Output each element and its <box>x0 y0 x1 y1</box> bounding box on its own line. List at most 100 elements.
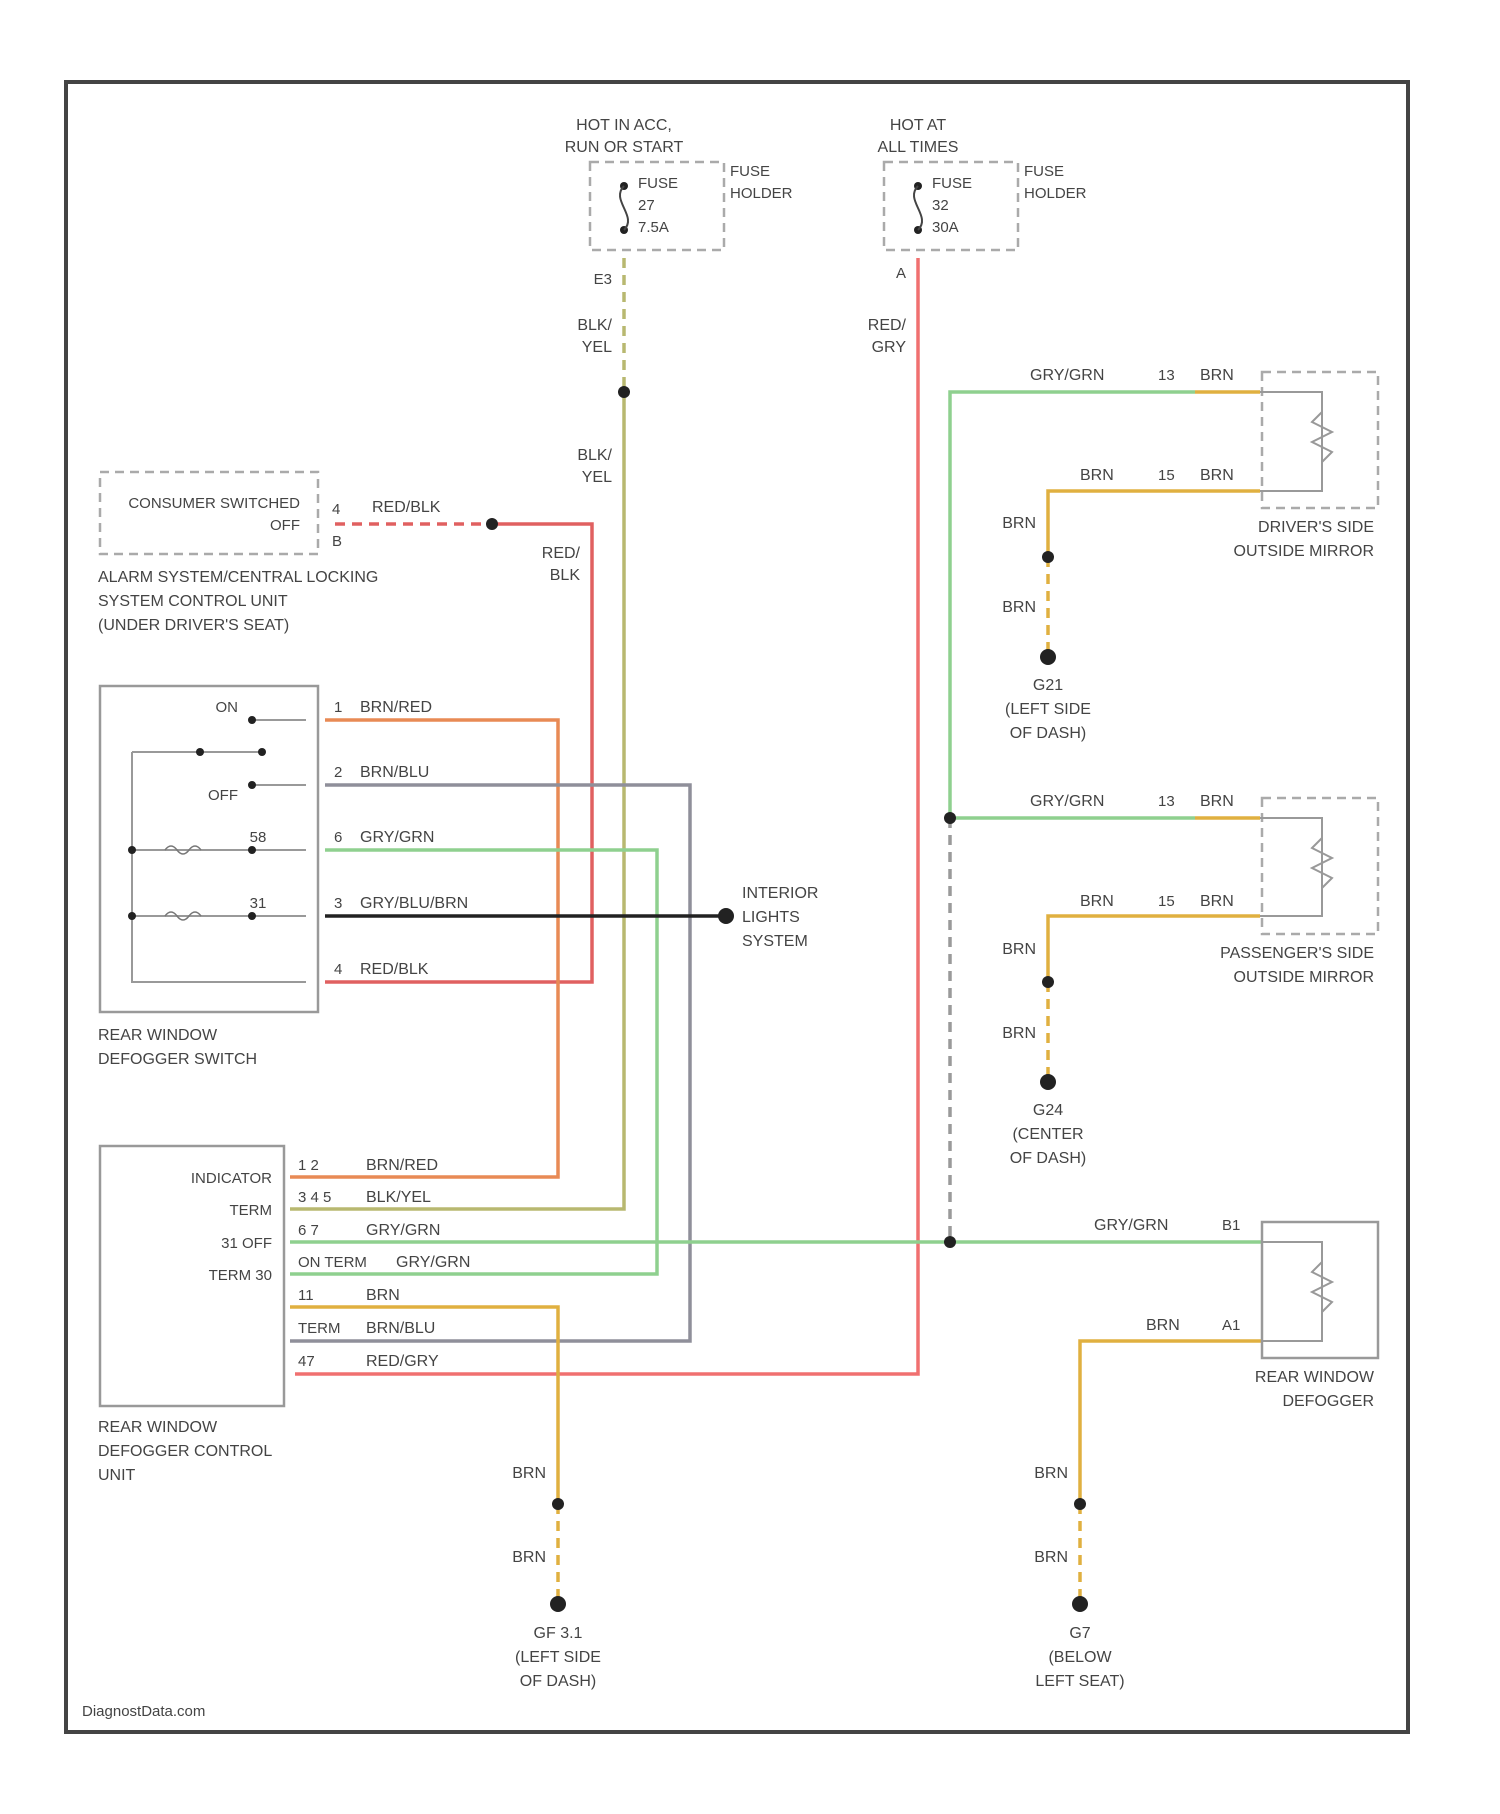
fuse-27-pin: E3 <box>594 271 612 288</box>
cu-pin-11: 11 <box>298 1287 314 1304</box>
switch-contact-mid-b <box>258 748 266 756</box>
defogger-control-unit: INDICATOR TERM 31 OFF TERM 30 1 2 BRN/RE… <box>98 1146 470 1484</box>
interior-lights-l1: INTERIOR <box>742 885 818 902</box>
splice-red-blk <box>486 518 498 530</box>
wire-brn-drv-mirror <box>1048 491 1260 557</box>
switch-node-31-left <box>128 912 136 920</box>
cu-pin-47: 47 <box>298 1353 315 1370</box>
pass-wire-top: GRY/GRN <box>1030 793 1104 810</box>
switch-pin-2: 2 <box>334 764 342 781</box>
switch-contacts <box>132 720 306 785</box>
ground-gf31-l3: OF DASH) <box>520 1673 596 1690</box>
cu-caption-l3: UNIT <box>98 1467 136 1484</box>
fuse-32-icon <box>914 186 922 230</box>
cu-label-31-off: 31 OFF <box>221 1235 272 1252</box>
wire-red-gry <box>295 258 918 1374</box>
defogger-switch: ON OFF 58 31 1 BRN/RED 2 BRN/BLU 6 GRY/G… <box>98 686 468 1068</box>
pass-wire-top-r: BRN <box>1200 793 1234 810</box>
ground-g21-l2: (LEFT SIDE <box>1005 701 1091 718</box>
switch-contact-mid-a <box>196 748 204 756</box>
ground-g21-wire2: BRN <box>1002 599 1036 616</box>
cu-pin-1-2: 1 2 <box>298 1157 319 1174</box>
cu-wire-11: BRN <box>366 1287 400 1304</box>
switch-pin-1: 1 <box>334 699 342 716</box>
switch-wire-6: GRY/GRN <box>360 829 434 846</box>
switch-on-label: ON <box>216 699 239 716</box>
fuse-27-holder-l1: FUSE <box>730 163 770 180</box>
wire-label-blk-yel-1a: BLK/ <box>577 317 612 334</box>
splice-blk-yel <box>618 386 630 398</box>
ground-gf31-wire1: BRN <box>512 1465 546 1482</box>
ground-icon <box>1072 1596 1088 1612</box>
wire-label-red-blk-a: RED/ <box>542 545 581 562</box>
interior-lights-l2: LIGHTS <box>742 909 800 926</box>
ground-g24: BRN BRN G24 (CENTER OF DASH) <box>1002 941 1086 1167</box>
ground-icon <box>1040 649 1056 665</box>
defogger-caption-l1: REAR WINDOW <box>1255 1369 1375 1386</box>
wire-brn-red <box>290 720 558 1177</box>
pass-wire-bot: BRN <box>1080 893 1114 910</box>
ground-icon <box>550 1596 566 1612</box>
ground-g21-name: G21 <box>1033 677 1063 694</box>
ground-g24-l2: (CENTER <box>1012 1126 1083 1143</box>
pass-caption-l2: OUTSIDE MIRROR <box>1234 969 1374 986</box>
drv-caption-l2: OUTSIDE MIRROR <box>1234 543 1374 560</box>
cu-pin-3-4-5: 3 4 5 <box>298 1189 331 1206</box>
switch-wire-4: RED/BLK <box>360 961 429 978</box>
watermark: DiagnostData.com <box>82 1703 205 1720</box>
wire-label-red-gry-a: RED/ <box>868 317 907 334</box>
fuse-32-number: 32 <box>932 197 949 214</box>
defogger-pin-bot: A1 <box>1222 1317 1240 1334</box>
pass-wire-bot-r: BRN <box>1200 893 1234 910</box>
drv-pin-top: 13 <box>1158 367 1175 384</box>
splice-interior-lights <box>718 908 734 924</box>
drv-wire-top: GRY/GRN <box>1030 367 1104 384</box>
pass-pin-top: 13 <box>1158 793 1175 810</box>
fuse-27-group: HOT IN ACC, RUN OR START FUSE 27 7.5A FU… <box>565 117 793 288</box>
switch-node-58-right <box>248 846 256 854</box>
drivers-mirror: GRY/GRN 13 BRN BRN 15 BRN DRIVER'S SIDE … <box>1030 367 1378 560</box>
wire-label-blk-yel-2b: YEL <box>582 469 612 486</box>
fuse-32-rating: 30A <box>932 219 959 236</box>
cu-wire-3-4-5: BLK/YEL <box>366 1189 431 1206</box>
wire-gry-grn-mirrors <box>950 392 1195 818</box>
switch-node-31-right <box>248 912 256 920</box>
drv-caption-l1: DRIVER'S SIDE <box>1258 519 1374 536</box>
cu-pin-6-7: 6 7 <box>298 1222 319 1239</box>
defog-switch-caption-l1: REAR WINDOW <box>98 1027 218 1044</box>
fuse-32-holder-l2: HOLDER <box>1024 185 1087 202</box>
wires <box>290 258 1262 1602</box>
defogger-wire-bot: BRN <box>1146 1317 1180 1334</box>
splice-pass-mirror <box>1042 976 1054 988</box>
fuse-27-icon <box>620 186 628 230</box>
consumer-off-label: OFF <box>270 517 300 534</box>
interior-lights-l3: SYSTEM <box>742 933 808 950</box>
wire-brn-defogger <box>1080 1341 1248 1504</box>
alarm-pin-a: 4 <box>332 501 340 518</box>
cu-pin-on-term: ON TERM <box>298 1254 367 1271</box>
cu-pin-term: TERM <box>298 1320 341 1337</box>
switch-pin-4: 4 <box>334 961 342 978</box>
switch-58-label: 58 <box>250 829 267 846</box>
fuse-27-label: FUSE <box>638 175 678 192</box>
cu-label-indicator: INDICATOR <box>191 1170 272 1187</box>
alarm-caption-l2: SYSTEM CONTROL UNIT <box>98 593 288 610</box>
cu-caption-l1: REAR WINDOW <box>98 1419 218 1436</box>
switch-contact-off <box>248 781 256 789</box>
wire-label-blk-yel-1b: YEL <box>582 339 612 356</box>
switch-pin-3: 3 <box>334 895 342 912</box>
switch-wire-3: GRY/BLU/BRN <box>360 895 468 912</box>
fuse-27-rating: 7.5A <box>638 219 669 236</box>
alarm-control-unit: CONSUMER SWITCHED OFF 4 B ALARM SYSTEM/C… <box>98 472 378 634</box>
drv-wire-bot: BRN <box>1080 467 1114 484</box>
ground-g7-l2: (BELOW <box>1048 1649 1112 1666</box>
wire-red-blk <box>325 524 592 982</box>
ground-g7-wire2: BRN <box>1034 1549 1068 1566</box>
fuse-32-group: HOT AT ALL TIMES FUSE 32 30A FUSE HOLDER… <box>878 117 1087 282</box>
ground-gf31-wire2: BRN <box>512 1549 546 1566</box>
rear-window-defogger: GRY/GRN B1 BRN A1 REAR WINDOW DEFOGGER <box>1094 1217 1378 1410</box>
splice-drv-mirror <box>1042 551 1054 563</box>
cu-label-term-30: TERM 30 <box>209 1267 272 1284</box>
fuse-32-hot-l1: HOT AT <box>890 117 947 134</box>
cu-wire-1-2: BRN/RED <box>366 1157 438 1174</box>
